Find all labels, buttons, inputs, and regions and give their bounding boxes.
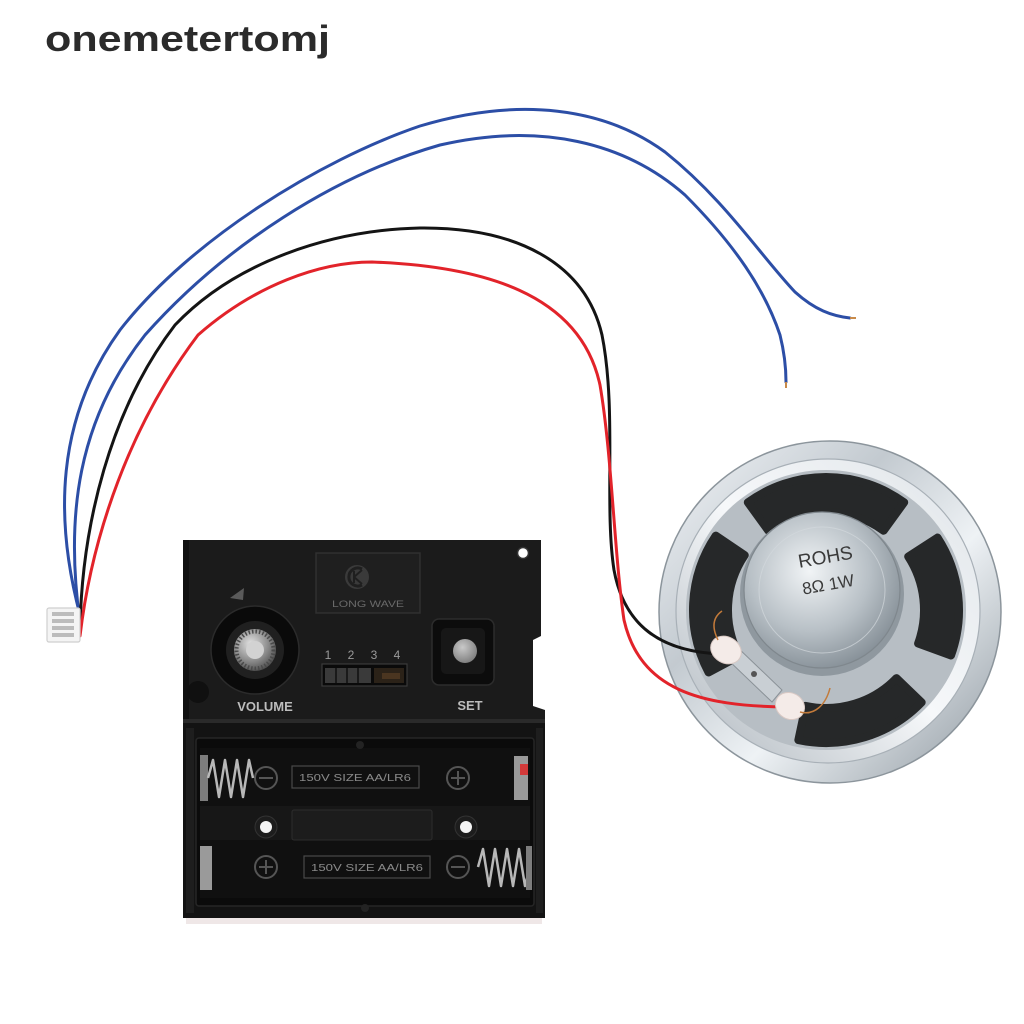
blue-wire (63, 107, 852, 617)
brand-logo-box: LONG WAVE (315, 552, 421, 614)
battery-contact-plate (200, 755, 208, 801)
mounting-hole (516, 546, 530, 560)
volume-marker-icon (230, 588, 244, 600)
panel-divider (183, 719, 545, 723)
volume-label: VOLUME (237, 699, 293, 714)
speaker-magnet (743, 511, 901, 669)
brand-logo-icon (345, 565, 369, 589)
speaker-basket-window (904, 533, 963, 660)
dip-number: 4 (394, 648, 401, 662)
battery-contact-tab (520, 764, 528, 775)
blue-wire (72, 134, 788, 624)
panel-notch (187, 681, 209, 703)
plus-terminal-icon (254, 855, 278, 879)
watermark-text: onemetertomj (45, 18, 330, 59)
center-hole (454, 815, 478, 839)
speaker-terminals (710, 610, 831, 721)
minus-terminal-icon (254, 766, 278, 790)
battery-label: 150V SIZE AA/LR6 (299, 773, 412, 784)
battery-label: 150V SIZE AA/LR6 (311, 863, 424, 874)
battery-label-box (291, 765, 420, 789)
clock-movement: LONG WAVE VOLUME 1 2 3 4 SET (183, 540, 545, 924)
magnet-ring (758, 526, 886, 654)
voice-coil-lead (713, 610, 723, 641)
wires (63, 107, 856, 709)
volume-knob (210, 588, 300, 695)
red-wire (78, 260, 788, 709)
battery-contact-plate (200, 846, 212, 890)
logo-caption: LONG WAVE (332, 599, 404, 609)
battery-label-box (303, 855, 431, 879)
voice-coil-lead (799, 687, 831, 714)
dip-number: 2 (348, 648, 355, 662)
speaker: ROHS 8Ω 1W (658, 440, 1002, 784)
speaker-basket-window (794, 674, 926, 747)
dip-switch: 1 2 3 4 (321, 648, 408, 687)
terminal-solder-blob (710, 635, 742, 665)
minus-terminal-icon (446, 855, 470, 879)
dip-number: 3 (371, 648, 378, 662)
center-hole (254, 815, 278, 839)
plus-terminal-icon (446, 766, 470, 790)
dip-number: 1 (325, 648, 332, 662)
set-button (431, 618, 495, 686)
battery-spring (476, 847, 532, 888)
set-label: SET (457, 698, 482, 713)
terminal-solder-blob (774, 691, 806, 721)
wire-connector (46, 607, 81, 643)
battery-contact-plate (526, 846, 532, 890)
housing-bottom-edge (186, 918, 542, 924)
battery-spring (206, 758, 255, 799)
battery-compartment: 150V SIZE AA/LR6 150V SIZE AA/LR6 (183, 723, 545, 918)
terminal-hole (751, 671, 757, 677)
mounting-hole (361, 904, 369, 912)
battery-contact-plate (514, 756, 528, 800)
mounting-hole (356, 741, 364, 749)
black-wire (78, 226, 724, 656)
